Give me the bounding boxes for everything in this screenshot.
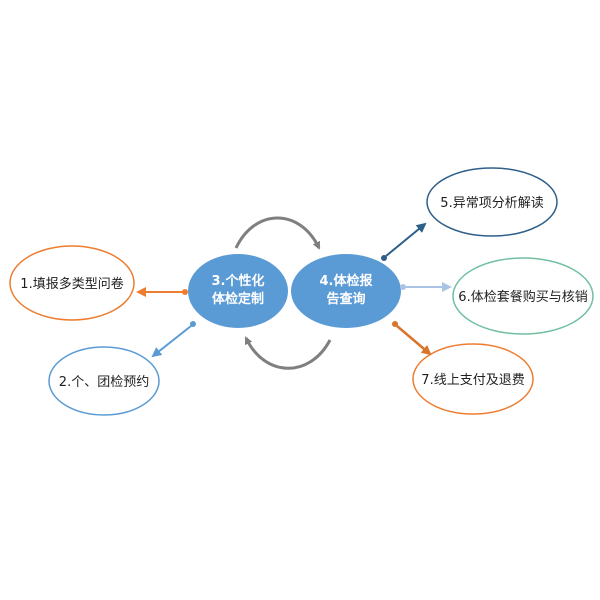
arrow-to-node-5-shaft bbox=[385, 222, 427, 257]
arrow-to-node-6-dot bbox=[400, 284, 406, 290]
node-7-label: 7.线上支付及退费 bbox=[421, 373, 524, 388]
node-2: 2.个、团检预约 bbox=[48, 346, 160, 416]
hub-4-line-1: 4.体检报 bbox=[320, 273, 374, 289]
hub-3: 3.个性化 体检定制 bbox=[188, 254, 288, 328]
cycle-arrow-bottom bbox=[244, 336, 332, 370]
node-5-label: 5.异常项分析解读 bbox=[440, 196, 543, 211]
arrow-to-node-5-dot bbox=[381, 255, 387, 261]
node-1-outline bbox=[9, 245, 135, 321]
node-7-outline bbox=[412, 343, 534, 415]
node-5: 5.异常项分析解读 bbox=[426, 167, 558, 237]
node-7: 7.线上支付及退费 bbox=[412, 343, 534, 415]
node-6-label: 6.体检套餐购买与核销 bbox=[458, 289, 587, 305]
cycle-arrow-top bbox=[234, 216, 321, 250]
node-6: 6.体检套餐购买与核销 bbox=[452, 257, 594, 335]
node-6-outline bbox=[452, 257, 594, 335]
node-2-label: 2.个、团检预约 bbox=[59, 375, 149, 390]
arrow-to-node-1 bbox=[136, 287, 188, 297]
hub-4-line-2: 告查询 bbox=[326, 291, 365, 307]
arrow-to-node-1-dot bbox=[182, 289, 188, 295]
arrow-to-node-7-shaft bbox=[396, 325, 432, 356]
arrow-to-node-2 bbox=[151, 321, 196, 358]
node-1: 1.填报多类型问卷 bbox=[9, 245, 135, 321]
arrow-to-node-7-dot bbox=[392, 321, 398, 327]
hub-4: 4.体检报 告查询 bbox=[291, 254, 401, 328]
hub-3-line-2: 体检定制 bbox=[212, 291, 264, 307]
arrow-to-node-5 bbox=[381, 222, 427, 261]
hub-3-fill bbox=[188, 254, 288, 328]
arrow-to-node-6 bbox=[400, 282, 452, 292]
node-2-outline bbox=[48, 346, 160, 416]
hub-4-fill bbox=[291, 254, 401, 328]
node-1-label: 1.填报多类型问卷 bbox=[20, 276, 123, 292]
node-5-outline bbox=[426, 167, 558, 237]
arrow-to-node-7 bbox=[392, 321, 432, 356]
arrow-to-node-2-shaft bbox=[151, 325, 192, 358]
hub-3-line-1: 3.个性化 bbox=[212, 273, 265, 289]
arrow-to-node-2-dot bbox=[190, 321, 196, 327]
